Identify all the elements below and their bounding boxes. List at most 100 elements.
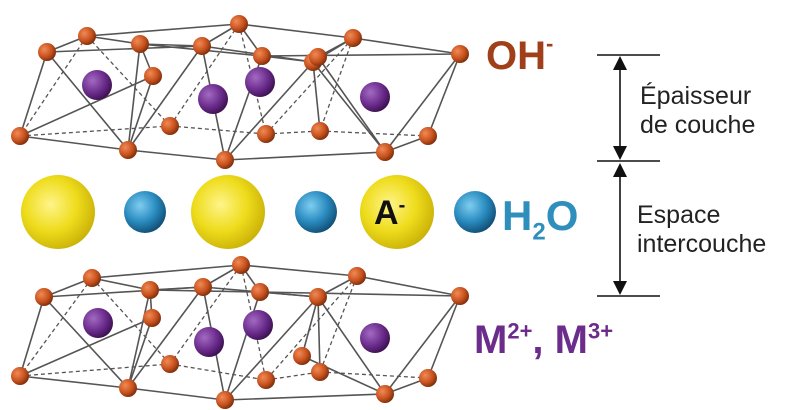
hydroxide-oxygen bbox=[11, 127, 29, 145]
back-bond bbox=[19, 277, 93, 377]
bond bbox=[259, 291, 461, 297]
bond bbox=[19, 296, 45, 377]
bond bbox=[317, 56, 386, 153]
metal-cation bbox=[360, 82, 390, 112]
hydroxide-oxygen bbox=[419, 369, 437, 387]
hydroxide-oxygen bbox=[419, 127, 437, 145]
back-bond bbox=[265, 130, 321, 135]
hydroxide-oxygen bbox=[376, 385, 394, 403]
layer-thickness-label: Épaisseur de couche bbox=[640, 82, 756, 139]
bond bbox=[86, 23, 240, 37]
back-bond bbox=[91, 277, 171, 365]
hydroxide-oxygen bbox=[257, 371, 275, 389]
hydroxide-oxygen bbox=[161, 117, 179, 135]
hydroxide-oxygen bbox=[11, 367, 29, 385]
hydroxide-oxygen bbox=[451, 45, 469, 63]
back-bond bbox=[265, 371, 321, 381]
bond bbox=[46, 51, 129, 151]
bond bbox=[301, 296, 319, 357]
bond bbox=[43, 286, 204, 298]
bottom-hydroxide-layer bbox=[11, 256, 469, 409]
hydroxide-oxygen bbox=[161, 355, 179, 373]
hydroxide-oxygen bbox=[141, 281, 159, 299]
hydroxide-oxygen bbox=[309, 288, 327, 306]
hydroxide-oxygen bbox=[257, 125, 275, 143]
hydroxide-oxygen bbox=[451, 287, 469, 305]
top-hydroxide-layer bbox=[11, 15, 469, 169]
back-bond bbox=[319, 275, 358, 373]
bond bbox=[19, 51, 48, 137]
hydroxide-oxygen bbox=[216, 151, 234, 169]
anion-sphere bbox=[21, 175, 95, 249]
interlayer-species bbox=[21, 175, 496, 249]
bond bbox=[19, 375, 129, 389]
bond bbox=[43, 296, 129, 389]
interlayer-space-label: Espace intercouche bbox=[637, 201, 767, 258]
anion-label: A- bbox=[374, 194, 406, 232]
metal-cation bbox=[245, 67, 275, 97]
metal-cations-label: M2+, M3+ bbox=[474, 318, 614, 362]
bond bbox=[127, 45, 203, 151]
water-molecule bbox=[124, 191, 166, 233]
bond bbox=[91, 277, 151, 291]
hydroxide-oxygen bbox=[251, 283, 269, 301]
bond bbox=[317, 296, 386, 395]
water-molecule bbox=[454, 191, 496, 233]
bond bbox=[19, 317, 153, 377]
anion-sphere bbox=[191, 175, 265, 249]
water-molecule bbox=[295, 191, 337, 233]
bond bbox=[384, 53, 461, 153]
hydroxide-oxygen bbox=[35, 288, 53, 306]
bond bbox=[352, 37, 461, 55]
hydroxide-oxygen bbox=[143, 309, 161, 327]
bond bbox=[91, 264, 242, 279]
back-bond bbox=[19, 125, 171, 137]
bond bbox=[127, 43, 141, 151]
dimension-arrows bbox=[597, 54, 660, 297]
metal-cation bbox=[83, 308, 113, 338]
hydroxide-oxygen bbox=[193, 37, 211, 55]
hydroxide-oxygen bbox=[311, 122, 329, 140]
hydroxide-oxygen bbox=[119, 141, 137, 159]
metal-cation bbox=[360, 323, 390, 353]
bond bbox=[127, 289, 151, 389]
hydroxide-oxygen bbox=[83, 269, 101, 287]
bond bbox=[427, 53, 461, 137]
bond bbox=[224, 291, 261, 401]
anion-sphere bbox=[360, 175, 434, 249]
bond bbox=[312, 61, 386, 153]
hydroxide-oxygen bbox=[38, 43, 56, 61]
bond bbox=[224, 61, 314, 161]
bond bbox=[224, 151, 386, 161]
bond bbox=[238, 23, 354, 39]
hydroxide-oxygen bbox=[232, 256, 250, 274]
bond bbox=[312, 61, 321, 132]
bond bbox=[127, 387, 226, 401]
hydroxide-oxygen bbox=[78, 27, 96, 45]
bond bbox=[19, 135, 129, 151]
double-headed-arrow-icon bbox=[613, 56, 627, 160]
water-label: H2O bbox=[502, 192, 579, 246]
hydroxide-oxygen bbox=[253, 47, 271, 65]
back-bond bbox=[265, 37, 354, 135]
hydroxide-oxygen bbox=[194, 278, 212, 296]
bond bbox=[127, 286, 204, 389]
hydroxide-oxygen bbox=[376, 143, 394, 161]
bond bbox=[356, 275, 461, 297]
back-bond bbox=[19, 35, 88, 137]
hydroxide-oxygen bbox=[131, 35, 149, 53]
hydroxide-oxygen bbox=[230, 15, 248, 33]
hydroxide-oxygen bbox=[309, 48, 327, 66]
bond bbox=[317, 296, 321, 373]
bond bbox=[261, 53, 461, 57]
back-bond bbox=[169, 264, 242, 365]
back-bond bbox=[169, 363, 267, 381]
bond bbox=[240, 264, 358, 277]
bond bbox=[127, 317, 153, 389]
double-headed-arrow-icon bbox=[613, 163, 627, 295]
hydroxide-oxygen bbox=[216, 391, 234, 409]
hydroxide-oxygen bbox=[311, 363, 329, 381]
hydroxide-oxygen bbox=[119, 379, 137, 397]
metal-cation bbox=[82, 70, 112, 100]
